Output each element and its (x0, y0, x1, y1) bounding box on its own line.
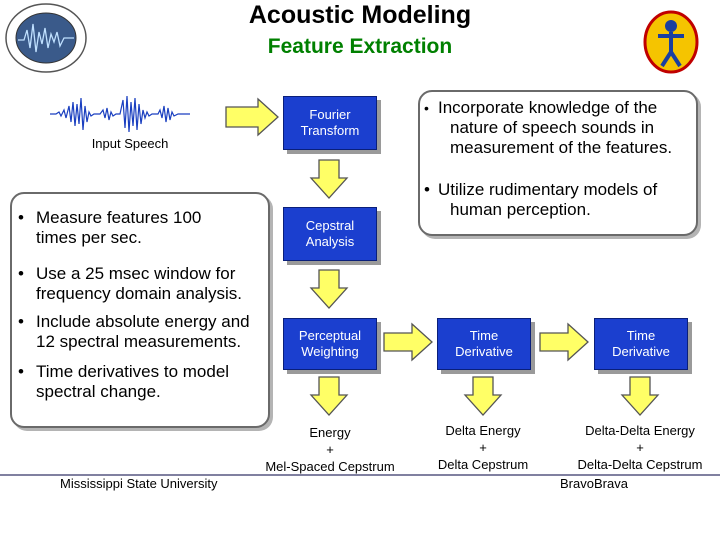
left-bullet-4-line-1: Time derivatives to model (36, 362, 230, 381)
left-bullet-4-line-2: spectral change. (36, 382, 161, 401)
input-speech-label: Input Speech (91, 136, 169, 151)
left-bullet-2-line-1: Use a 25 msec window for (36, 264, 236, 283)
right-bullet-2-line-1: Utilize rudimentary models of (438, 180, 658, 199)
arrow-down-icon (309, 376, 349, 416)
left-bullets: • Measure features 100 times per sec. • … (18, 208, 268, 402)
arrow-down-icon (309, 269, 349, 309)
right-bullet-1: Incorporate knowledge of the nature of s… (438, 98, 672, 158)
output-col3-line-1: Delta-Delta Energy (585, 423, 695, 438)
bullet-icon: • (18, 362, 24, 381)
output-col3-line-3: Delta-Delta Cepstrum (577, 457, 703, 472)
output-col1-line-3: Mel-Spaced Cepstrum (265, 459, 395, 474)
footer-left-text: Mississippi State University (60, 476, 218, 491)
cepstral-line-2: Analysis (305, 234, 355, 249)
time-derivative-2-line-2: Derivative (612, 344, 670, 359)
output-col2-line-2: + (479, 440, 487, 455)
right-bullet-1-line-2: nature of speech sounds in (450, 118, 655, 137)
arrow-down-icon (620, 376, 660, 416)
bullet-icon: • (18, 208, 24, 227)
right-bullet-1-line-3: measurement of the features. (450, 138, 673, 157)
time-derivative-1-line-1: Time (469, 328, 499, 343)
output-col2: Delta Energy + Delta Cepstrum (418, 422, 548, 473)
output-col1: Energy + Mel-Spaced Cepstrum (250, 424, 410, 475)
left-bullet-1-line-2: times per sec. (36, 228, 142, 247)
speech-waveform (50, 95, 190, 133)
perceptual-line-2: Weighting (301, 344, 359, 359)
right-info-panel (418, 90, 698, 236)
time-derivative-2-line-1: Time (626, 328, 656, 343)
output-col2-line-1: Delta Energy (445, 423, 521, 438)
bullet-icon: • (424, 100, 429, 116)
right-bullet-2-line-2: human perception. (450, 200, 591, 219)
cepstral-line-1: Cepstral (305, 218, 355, 233)
arrow-right-icon (225, 97, 279, 137)
fourier-line-1: Fourier (309, 107, 351, 122)
left-bullet-3-line-1: Include absolute energy and (36, 312, 250, 331)
left-bullet-2-line-2: frequency domain analysis. (36, 284, 243, 303)
fourier-line-2: Transform (300, 123, 360, 138)
bullet-icon: • (18, 264, 24, 283)
output-col3: Delta-Delta Energy + Delta-Delta Cepstru… (562, 422, 718, 473)
right-bullet-1-line-1: Incorporate knowledge of the (438, 98, 658, 117)
bravo-brava-logo (643, 10, 699, 74)
slide-subtitle: Feature Extraction (267, 35, 453, 58)
left-bullet-4: Time derivatives to model spectral chang… (36, 362, 229, 402)
output-col2-line-3: Delta Cepstrum (437, 457, 529, 472)
left-bullet-3-line-2: 12 spectral measurements. (36, 332, 242, 351)
left-bullet-1-line-1: Measure features 100 (36, 208, 202, 227)
perceptual-line-1: Perceptual (298, 328, 362, 343)
right-bullets: • Incorporate knowledge of the nature of… (424, 98, 694, 220)
footer-divider (0, 474, 720, 476)
left-info-panel (10, 192, 270, 428)
left-bullet-1: Measure features 100 times per sec. (36, 208, 201, 248)
left-bullet-2: Use a 25 msec window for frequency domai… (36, 264, 242, 304)
arrow-down-icon (463, 376, 503, 416)
slide-title: Acoustic Modeling (248, 1, 472, 29)
time-derivative-1-line-2: Derivative (455, 344, 513, 359)
footer-right-text: BravoBrava (560, 476, 628, 491)
arrow-down-icon (309, 159, 349, 199)
institute-logo (5, 3, 87, 73)
bullet-icon: • (424, 180, 430, 199)
arrow-right-icon (383, 322, 433, 362)
right-bullet-2: Utilize rudimentary models of human perc… (438, 180, 657, 220)
output-col3-line-2: + (636, 440, 644, 455)
left-bullet-3: Include absolute energy and 12 spectral … (36, 312, 250, 352)
arrow-right-icon (539, 322, 589, 362)
bullet-icon: • (18, 312, 24, 331)
output-col1-line-2: + (326, 442, 334, 457)
output-col1-line-1: Energy (309, 425, 351, 440)
